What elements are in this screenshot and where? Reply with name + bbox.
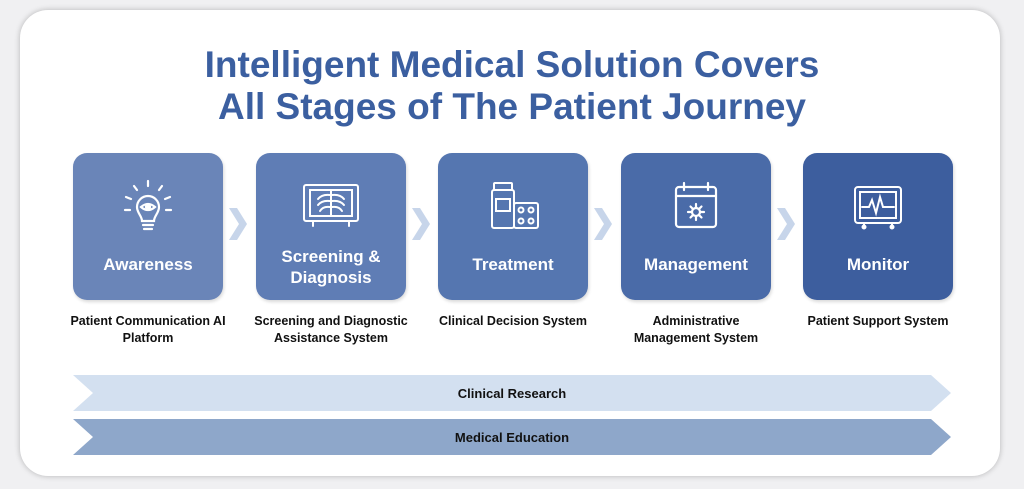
- stage-description: Administrative Management System: [633, 314, 759, 345]
- arrow-bar-shape: [73, 419, 951, 455]
- bar-label: Medical Education: [454, 429, 570, 445]
- stage-treatment: Treatment: [438, 153, 588, 300]
- chevron-right-icon: [412, 208, 430, 240]
- stage-monitor: Monitor: [803, 153, 953, 300]
- stage-description: Screening and Diagnostic Assistance Syst…: [254, 314, 408, 345]
- chevron-right-icon: [229, 208, 247, 240]
- chevron-right-icon: [777, 208, 795, 240]
- stage-awareness: Awareness: [73, 153, 223, 300]
- clinical-research-bar: Clinical Research: [73, 375, 951, 411]
- diagram-title: Intelligent Medical Solution Covers All …: [0, 44, 1024, 128]
- stage-management: Management: [621, 153, 771, 300]
- stage-description: Patient Communication AI Platform: [70, 314, 226, 345]
- arrow-bar-shape: [73, 375, 951, 411]
- bar-label: Clinical Research: [457, 385, 567, 401]
- stage-screening-diagnosis: Screening & Diagnosis: [256, 153, 406, 300]
- stage-description: Patient Support System: [807, 314, 949, 328]
- stage-description: Clinical Decision System: [439, 314, 587, 328]
- stage-label: Screening & Diagnosis: [281, 247, 381, 287]
- stage-label: Monitor: [846, 255, 910, 274]
- calendar-gear-icon: [621, 179, 771, 233]
- pill-bottle-icon: [438, 179, 588, 233]
- heart-monitor-icon: [803, 179, 953, 233]
- title-line-2: All Stages of The Patient Journey: [217, 86, 806, 127]
- stage-label: Management: [644, 255, 748, 274]
- title-line-1: Intelligent Medical Solution Covers: [204, 44, 820, 85]
- medical-education-bar: Medical Education: [73, 419, 951, 455]
- stage-label: Treatment: [472, 255, 554, 274]
- xray-scan-icon: [256, 179, 406, 233]
- stage-label: Awareness: [103, 255, 193, 274]
- lightbulb-eye-icon: [73, 179, 223, 233]
- chevron-right-icon: [594, 208, 612, 240]
